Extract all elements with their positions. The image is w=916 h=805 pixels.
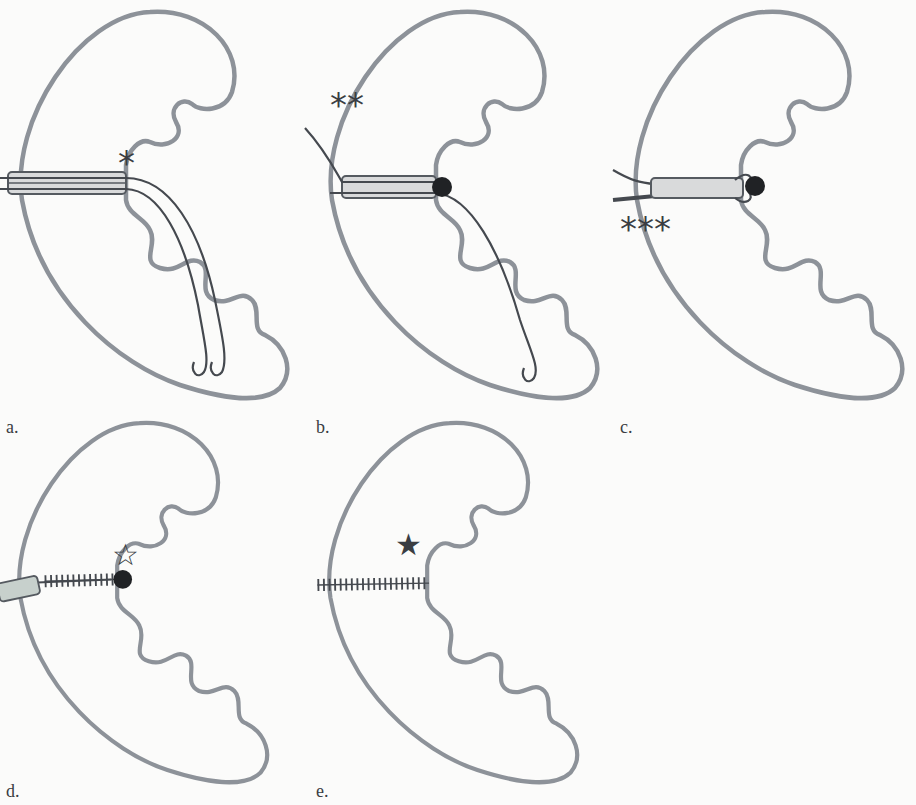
star-marker: ☆ (112, 540, 139, 570)
panel-c (613, 12, 902, 398)
panel-letter: c. (620, 418, 633, 436)
star-marker: ★ (395, 530, 422, 560)
panel-e (317, 423, 577, 782)
asterisk-marker: *** (620, 212, 671, 246)
panel-a (0, 12, 287, 398)
panel-letter: d. (6, 782, 20, 800)
asterisk-marker: * (118, 146, 135, 180)
panel-d (0, 423, 267, 782)
asterisk-marker: ** (330, 88, 364, 122)
panel-b (305, 12, 597, 398)
panel-letter: b. (316, 418, 330, 436)
panel-letter: a. (6, 418, 19, 436)
panel-letter: e. (316, 782, 329, 800)
